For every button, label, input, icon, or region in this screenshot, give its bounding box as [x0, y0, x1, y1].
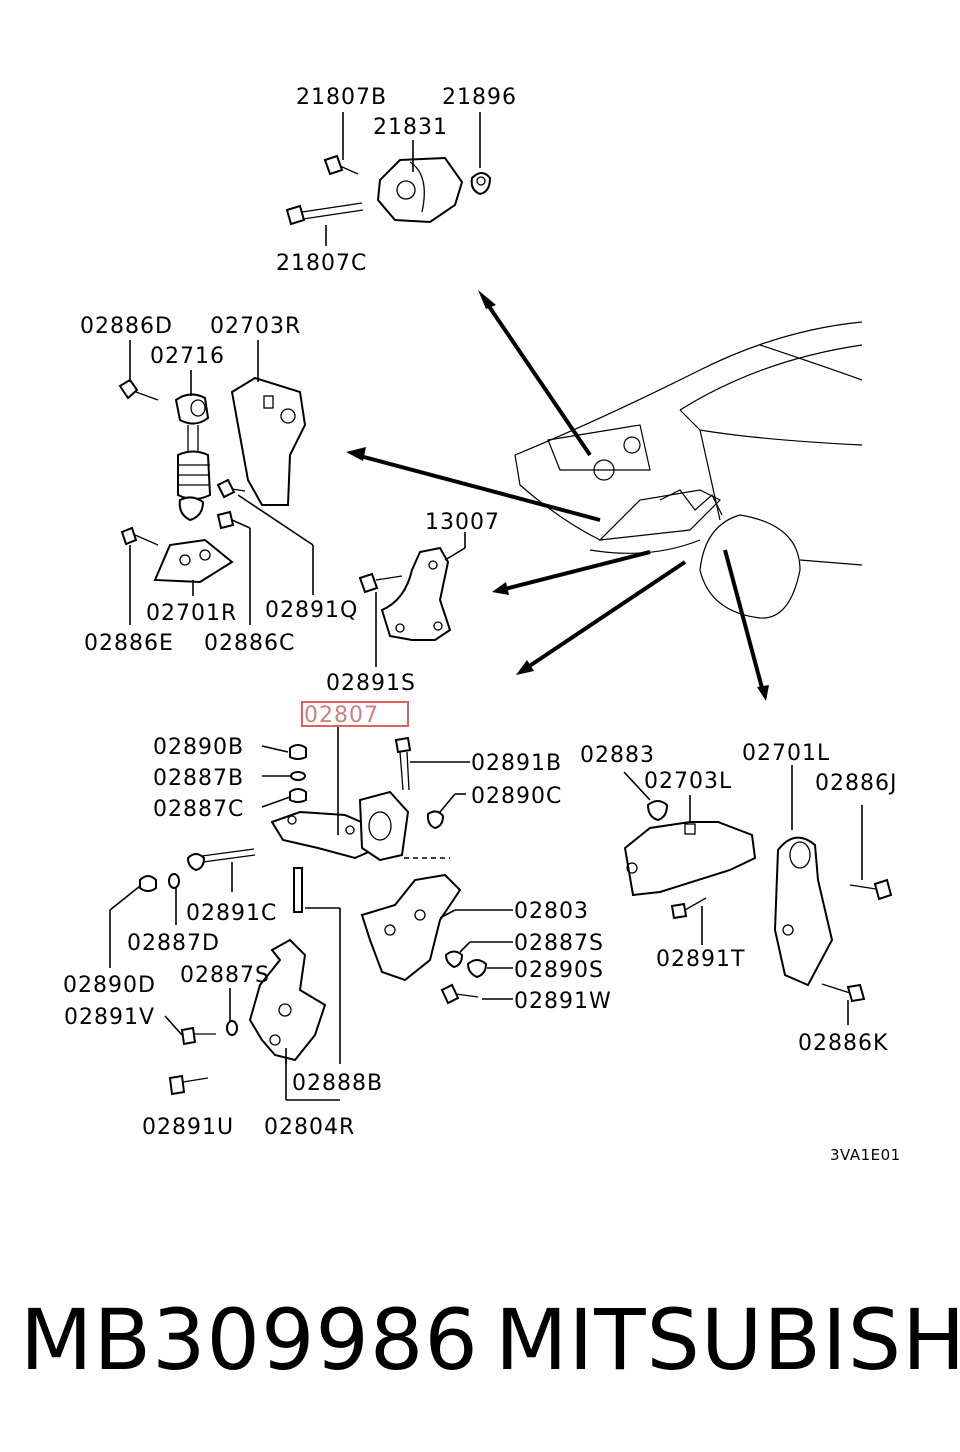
bracket-02701R-drawing: [153, 538, 234, 584]
label-02703L: 02703L: [644, 769, 732, 794]
arrow-to-top-mount: [484, 300, 592, 457]
vehicle-body-outline: [514, 321, 863, 619]
front-mount-assembly: [139, 736, 488, 1096]
label-02890C: 02890C: [471, 784, 562, 809]
label-02890D: 02890D: [63, 973, 156, 998]
label-02890B: 02890B: [153, 735, 244, 760]
label-02883: 02883: [580, 743, 655, 768]
bracket-02703L-drawing: [623, 821, 757, 897]
label-02804R: 02804R: [264, 1115, 355, 1140]
footer: MB309986 MITSUBISHI: [0, 1290, 960, 1400]
label-02701R: 02701R: [146, 601, 237, 626]
label-21807C: 21807C: [276, 251, 367, 276]
label-02807: 02807: [304, 703, 379, 728]
label-02891Q: 02891Q: [265, 598, 358, 623]
label-02891S: 02891S: [326, 671, 416, 696]
arrow-to-front-mount: [526, 560, 687, 669]
label-02716: 02716: [150, 344, 225, 369]
label-13007: 13007: [425, 510, 500, 535]
label-02891V: 02891V: [64, 1005, 155, 1030]
label-02886E: 02886E: [84, 631, 174, 656]
mount-21831-drawing: [376, 156, 464, 224]
label-02886C: 02886C: [204, 631, 295, 656]
bracket-13007-drawing: [380, 546, 452, 641]
bracket-02804R-drawing: [248, 938, 327, 1062]
bracket-02703R-drawing: [230, 376, 307, 506]
arrow-to-left-mount: [723, 549, 764, 689]
arrow-to-right-mount: [359, 454, 601, 522]
label-02803: 02803: [514, 899, 589, 924]
part-number: MB309986: [20, 1291, 479, 1389]
label-21896: 21896: [442, 85, 517, 110]
label-02703R: 02703R: [210, 314, 301, 339]
direction-arrows: [346, 290, 769, 701]
label-21831: 21831: [373, 115, 448, 140]
parts-diagram: 21807B 21896 21831 21807C 02886D 02703R …: [63, 85, 901, 1164]
label-02887S-left: 02887S: [180, 963, 270, 988]
label-02701L: 02701L: [742, 741, 830, 766]
label-02891W: 02891W: [514, 989, 612, 1014]
label-02887B: 02887B: [153, 766, 244, 791]
mount-02807-drawing: [270, 810, 375, 860]
label-02891B: 02891B: [471, 751, 562, 776]
label-02887D: 02887D: [127, 931, 220, 956]
label-21807B: 21807B: [296, 85, 387, 110]
label-02891U: 02891U: [142, 1115, 234, 1140]
label-02887S-right: 02887S: [514, 931, 604, 956]
mount-02701L-drawing: [773, 836, 834, 987]
diagram-code: 3VA1E01: [830, 1146, 901, 1164]
label-02890S: 02890S: [514, 958, 604, 983]
right-mount-assembly: [118, 376, 307, 584]
callout-labels: 21807B 21896 21831 21807C 02886D 02703R …: [63, 85, 901, 1164]
label-02886D: 02886D: [80, 314, 173, 339]
brand-name: MITSUBISHI: [495, 1291, 960, 1389]
label-02888B: 02888B: [292, 1071, 383, 1096]
label-02891T: 02891T: [656, 947, 745, 972]
left-mount-assembly: [623, 800, 893, 1003]
arrow-to-bracket: [504, 550, 651, 591]
label-02886J: 02886J: [815, 771, 897, 796]
bracket-13007-assembly: [358, 546, 452, 641]
label-02886K: 02886K: [798, 1031, 888, 1056]
highlight-box: [301, 701, 409, 727]
label-02891C: 02891C: [186, 901, 277, 926]
bracket-02803-drawing: [360, 873, 462, 982]
top-mount-assembly: [285, 154, 492, 226]
label-02887C: 02887C: [153, 797, 244, 822]
leader-lines: [109, 112, 863, 1101]
